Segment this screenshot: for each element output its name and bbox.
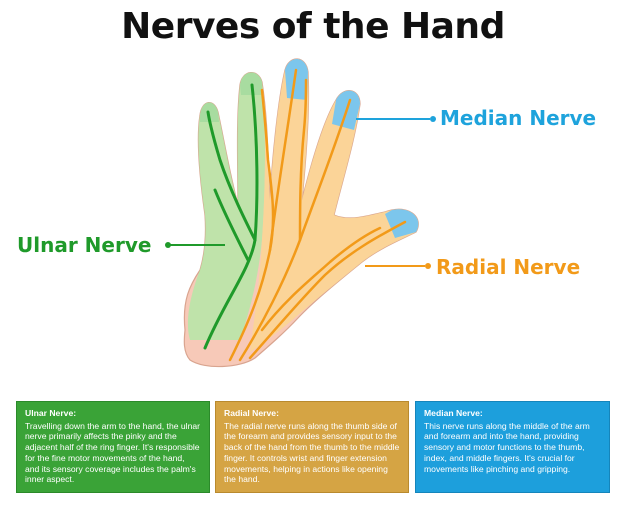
radial-info-heading: Radial Nerve:: [224, 408, 279, 418]
radial-region: [250, 58, 419, 352]
radial-info-box: Radial Nerve: The radial nerve runs alon…: [215, 401, 409, 493]
page-title: Nerves of the Hand: [121, 6, 505, 47]
radial-pointer: [365, 263, 431, 269]
ulnar-pointer: [165, 242, 225, 248]
ulnar-nerve-label: Ulnar Nerve: [17, 233, 152, 257]
ulnar-info-box: Ulnar Nerve: Travelling down the arm to …: [16, 401, 210, 493]
ulnar-info-heading: Ulnar Nerve:: [25, 408, 77, 418]
index-tip: [285, 58, 308, 100]
ulnar-region: [187, 72, 265, 340]
hand-diagram: [165, 58, 436, 368]
radial-nerve-lines: [228, 68, 407, 362]
median-info-box: Median Nerve: This nerve runs along the …: [415, 401, 610, 493]
ulnar-info-text: Travelling down the arm to the hand, the…: [25, 420, 201, 485]
radial-nerve-label: Radial Nerve: [436, 255, 581, 279]
median-nerve-label: Median Nerve: [440, 106, 597, 130]
median-info-heading: Median Nerve:: [424, 408, 483, 418]
median-info-text: This nerve runs along the middle of the …: [424, 420, 590, 474]
median-pointer: [356, 116, 436, 122]
ulnar-nerve-lines: [203, 83, 259, 350]
radial-info-text: The radial nerve runs along the thumb si…: [224, 420, 400, 485]
